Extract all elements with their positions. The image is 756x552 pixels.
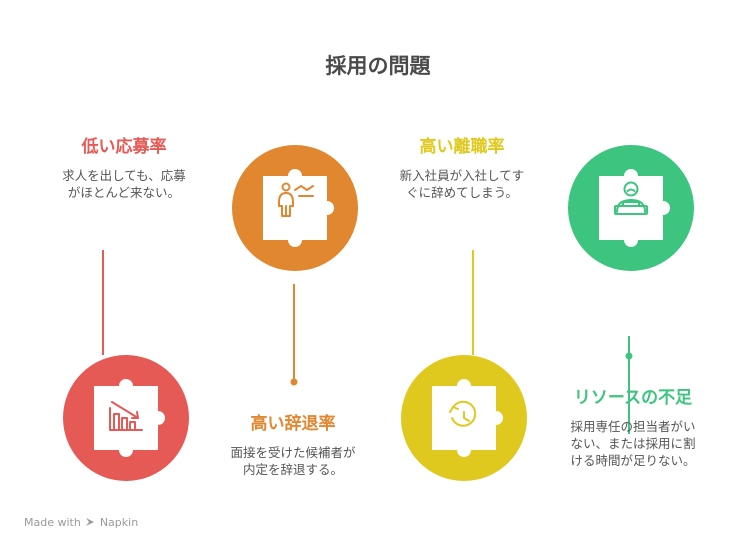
description-high-turnover-rate: 新入社員が入社してす ぐに辞めてしまう。: [399, 168, 525, 200]
napkin-logo-icon: [86, 518, 95, 526]
clock-timer-icon: [449, 400, 477, 427]
puzzle-piece-red: [63, 355, 189, 481]
connector-line-red: [102, 250, 104, 355]
person-at-desk-icon: [614, 181, 648, 215]
connector-dot-orange: [290, 378, 298, 386]
puzzle-piece-orange: [232, 145, 358, 271]
declining-chart-icon: [109, 401, 143, 431]
footer-made-with: Made with: [24, 516, 81, 529]
description-low-application-rate: 求人を出しても、応募 がほとんど来ない。: [62, 168, 186, 200]
connector-dot-green: [625, 352, 633, 360]
connector-line-orange: [293, 284, 295, 382]
connector-line-yellow: [472, 250, 474, 355]
heading-low-application-rate: 低い応募率: [81, 137, 167, 157]
description-high-decline-rate: 面接を受けた候補者が 内定を辞退する。: [230, 445, 356, 477]
footer-brand: Napkin: [99, 516, 139, 529]
page-title: 採用の問題: [325, 54, 431, 78]
description-resource-shortage: 採用専任の担当者がい ない、または採用に割 ける時間が足りない。: [570, 419, 696, 468]
connector-line-green: [628, 336, 630, 434]
heading-high-decline-rate: 高い辞退率: [250, 414, 336, 434]
person-leaving-icon: [278, 182, 314, 217]
heading-resource-shortage: リソースの不足: [573, 388, 693, 408]
heading-high-turnover-rate: 高い離職率: [419, 137, 505, 157]
footer-attribution: Made with Napkin: [24, 516, 138, 529]
puzzle-piece-green: [568, 145, 694, 271]
puzzle-piece-yellow: [401, 355, 527, 481]
